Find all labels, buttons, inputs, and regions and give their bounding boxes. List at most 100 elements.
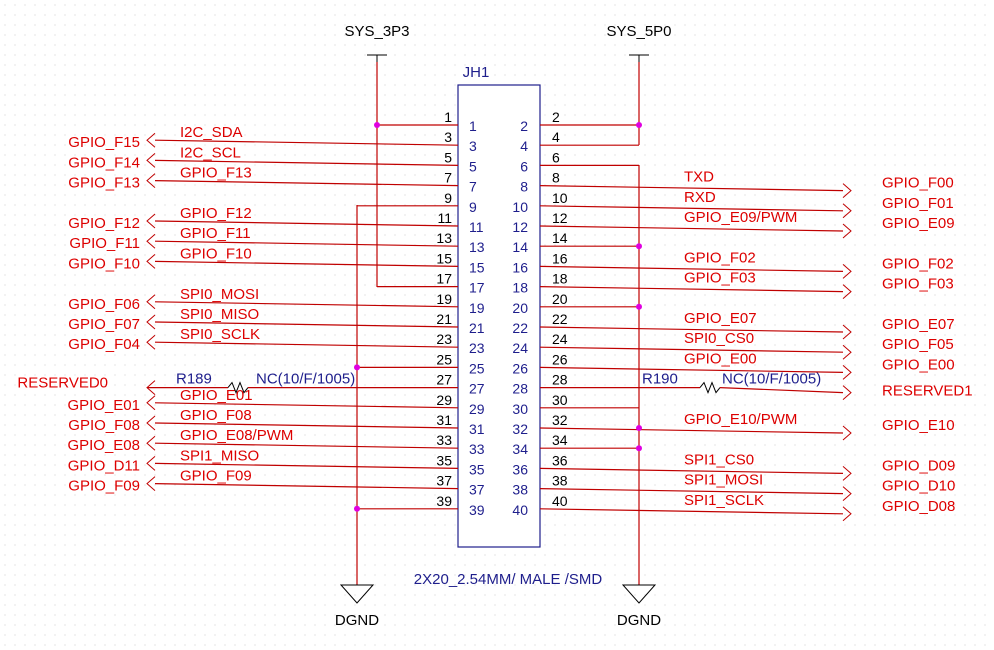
right-net-label: GPIO_E09/PWM (684, 209, 797, 226)
r189-port-shape (146, 380, 156, 395)
left-port-label: GPIO_F15 (68, 134, 140, 151)
right-pin-number: 22 (552, 311, 568, 327)
left-pin-inner-number: 9 (469, 199, 477, 215)
right-net-label: GPIO_F02 (684, 249, 756, 266)
right-port-label: GPIO_F02 (882, 255, 954, 272)
left-pin-inner-number: 5 (469, 158, 477, 174)
left-port-label: GPIO_F04 (68, 336, 140, 353)
left-pin-inner-number: 3 (469, 138, 477, 154)
junction-dot (636, 425, 642, 431)
left-pin-inner-number: 17 (469, 280, 485, 296)
left-port-label: GPIO_F13 (68, 175, 140, 192)
right-port-shape (842, 264, 852, 279)
right-signal-wire (539, 286, 844, 293)
right-pin-number: 6 (552, 149, 560, 165)
left-pin-inner-number: 29 (469, 401, 485, 417)
right-signal-wire (539, 326, 844, 333)
right-signal-wire (539, 427, 844, 434)
left-pin-number: 31 (436, 412, 452, 428)
left-net-label: SPI0_SCLK (180, 326, 260, 343)
left-pin-number: 17 (436, 271, 452, 287)
left-pin-inner-number: 11 (469, 219, 484, 235)
right-signal-wire (539, 488, 844, 495)
right-net-label: SPI0_CS0 (684, 330, 754, 347)
left-signal-wire (154, 462, 459, 469)
r190-refdes: R190 (642, 371, 678, 388)
left-port-shape (146, 132, 156, 148)
left-port-label: GPIO_F14 (68, 154, 140, 171)
left-port-shape (146, 456, 156, 471)
right-pin-number: 10 (552, 190, 568, 206)
left-pin-number: 23 (436, 331, 452, 347)
right-pin-inner-number: 30 (512, 401, 528, 417)
left-pin-number: 25 (436, 351, 452, 367)
left-port-shape (146, 294, 156, 310)
left-signal-wire (154, 301, 459, 308)
right-pin-inner-number: 24 (512, 340, 528, 356)
left-port-label: GPIO_F09 (68, 478, 140, 495)
right-signal-wire (539, 185, 844, 192)
left-port-label: GPIO_F08 (68, 417, 140, 434)
left-port-label: GPIO_E08 (67, 437, 140, 454)
left-net-label: SPI0_MISO (180, 306, 259, 323)
right-pin-inner-number: 16 (512, 259, 528, 275)
left-signal-wire (154, 139, 459, 146)
r190-port-shape (842, 385, 852, 400)
right-pin-number: 26 (552, 351, 568, 367)
right-port-label: GPIO_E09 (882, 215, 955, 232)
right-pin-inner-number: 34 (512, 441, 528, 457)
r189-symbol (227, 381, 249, 394)
left-pin-inner-number: 33 (469, 441, 485, 457)
left-port-shape (146, 173, 156, 188)
sys-3p3-label: SYS_3P3 (344, 23, 409, 40)
right-pin-number: 24 (552, 331, 568, 347)
left-port-shape (146, 415, 156, 431)
left-net-label: GPIO_F08 (180, 407, 252, 424)
right-pin-inner-number: 38 (512, 482, 528, 498)
left-signal-wire (154, 321, 459, 328)
r190-wire-right (719, 387, 844, 394)
left-port-label: RESERVED0 (17, 375, 108, 392)
left-signal-wire (154, 341, 459, 348)
left-pin-inner-number: 37 (469, 482, 485, 498)
right-net-label: GPIO_E00 (684, 350, 757, 367)
right-pin-inner-number: 2 (520, 118, 528, 134)
junction-dot (636, 122, 642, 128)
left-pin-number: 13 (436, 230, 452, 246)
left-pin-inner-number: 7 (469, 179, 477, 195)
left-port-shape (146, 153, 156, 168)
left-net-label: I2C_SDA (180, 124, 243, 141)
left-port-shape (146, 476, 156, 491)
left-port-label: GPIO_F11 (69, 235, 140, 252)
right-pin-inner-number: 22 (512, 320, 528, 336)
right-port-label: GPIO_D10 (882, 478, 955, 495)
connector-refdes: JH1 (463, 64, 490, 81)
right-port-label: GPIO_F03 (882, 276, 954, 293)
connector-body (457, 84, 541, 548)
connector-description: 2X20_2.54MM/ MALE /SMD (414, 571, 603, 588)
left-ground-symbol (339, 584, 375, 604)
right-net-label: GPIO_E07 (684, 310, 757, 327)
r190-value: NC(10/F/1005) (722, 371, 821, 388)
right-net-label: RXD (684, 189, 716, 206)
left-pin-number: 35 (436, 452, 452, 468)
right-pin-number: 14 (552, 230, 568, 246)
left-port-label: GPIO_E01 (67, 397, 140, 414)
right-port-shape (842, 203, 852, 219)
right-pin-inner-number: 10 (512, 199, 528, 215)
right-port-label: GPIO_F01 (882, 195, 954, 212)
junction-dot (636, 445, 642, 452)
left-port-label: GPIO_F10 (68, 255, 140, 272)
right-net-label: SPI1_CS0 (684, 451, 754, 468)
right-port-label: GPIO_F05 (882, 336, 954, 353)
left-signal-wire (154, 483, 459, 490)
right-signal-wire (539, 205, 844, 212)
left-pin-number: 27 (436, 372, 452, 388)
right-port-shape (842, 425, 852, 441)
left-pin-number: 9 (444, 190, 452, 206)
left-port-label: GPIO_F06 (68, 296, 140, 313)
right-pin-inner-number: 26 (512, 360, 528, 376)
left-port-shape (146, 213, 156, 229)
right-pin-number: 28 (552, 372, 568, 388)
